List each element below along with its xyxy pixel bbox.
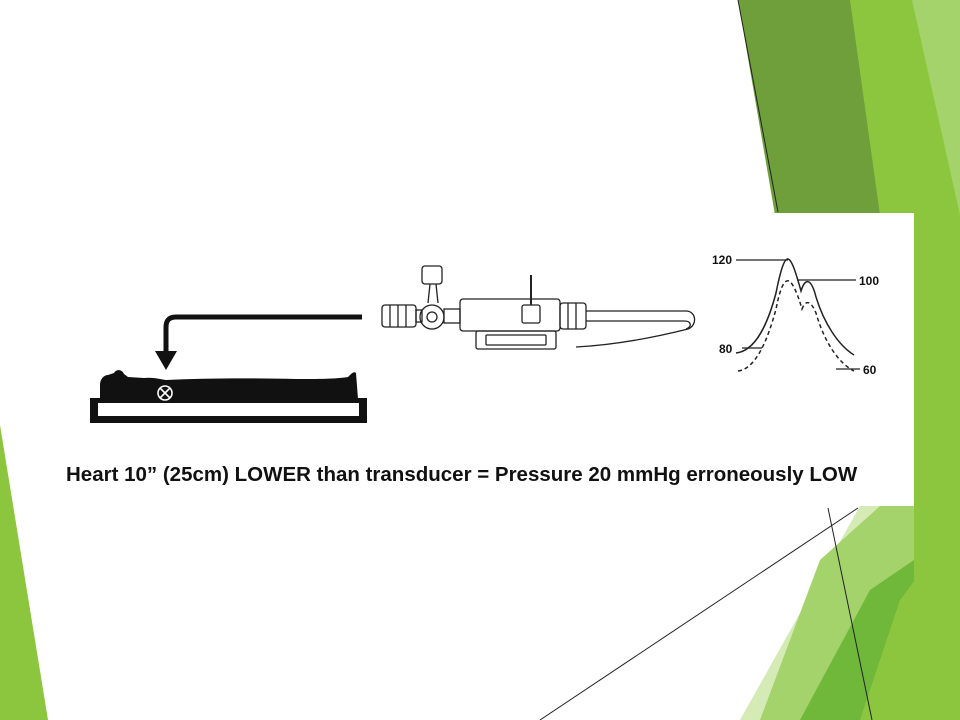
stopcock-cap (421, 265, 443, 285)
waveform-correct (735, 258, 855, 356)
figure-caption: Heart 10” (25cm) LOWER than transducer =… (66, 463, 858, 486)
pressure-waveforms: 120 100 80 60 (712, 253, 879, 377)
arrow-down-icon (155, 314, 362, 370)
waveform-erroneous (737, 280, 855, 372)
waveform-label-60: 60 (863, 363, 877, 377)
green-shape-top-light (912, 0, 960, 215)
green-shape-left (0, 425, 48, 720)
pressure-tubing (575, 310, 696, 348)
green-shape-top-dark (738, 0, 880, 215)
thin-line-top (737, 0, 779, 213)
patient-on-bed (90, 370, 367, 423)
waveform-label-120: 120 (712, 253, 732, 267)
transducer-stopcock (381, 265, 696, 350)
waveform-label-80: 80 (719, 342, 733, 356)
transducer-level-figure: 120 100 80 60 Heart 10” (25cm) LOWER tha… (56, 213, 914, 506)
luer-connector-right (559, 302, 587, 330)
diagram-artwork: 120 100 80 60 (90, 253, 879, 423)
stopcock-valve (419, 304, 445, 330)
thin-line-bottom-1 (539, 507, 859, 720)
luer-connector-left (381, 304, 417, 328)
patient-silhouette (100, 370, 358, 399)
thin-line-bottom-2 (827, 507, 873, 720)
bed (90, 398, 367, 423)
green-shape-bottom-right (860, 520, 960, 720)
transducer-body (459, 298, 561, 332)
waveform-label-100: 100 (859, 274, 879, 288)
heart-level-marker-icon (157, 385, 173, 401)
